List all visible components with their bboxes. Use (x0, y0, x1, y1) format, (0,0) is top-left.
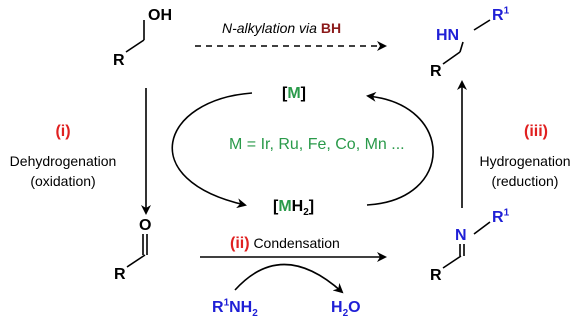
primary-amine-label: R1NH2 (212, 297, 258, 320)
bracket-open: [ (273, 198, 279, 215)
water-label: H2O (331, 299, 361, 320)
step-iii-label: (iii) (524, 123, 548, 140)
alcohol-oh-label: OH (148, 7, 172, 24)
imine-n-label: N (455, 227, 467, 244)
metals-list: M = Ir, Ru, Fe, Co, Mn ... (229, 136, 405, 153)
pa-sup: 1 (223, 297, 230, 309)
step-ii-caption: (ii) Condensation (230, 236, 340, 252)
step-ii-text: Condensation (253, 235, 340, 251)
water-sub: 2 (342, 308, 349, 320)
water-h: H (331, 299, 343, 316)
amine-r-label: R (430, 63, 442, 80)
amine-r1-label: R1 (492, 5, 510, 24)
alcohol-structure (125, 20, 145, 53)
step-iii-line1: Hydrogenation (479, 153, 571, 169)
water-o: O (348, 299, 361, 316)
bh-text: BH (320, 20, 342, 36)
imine-r1-label: R1 (492, 207, 510, 226)
hydride-h: H (291, 198, 304, 215)
step-ii-label: (ii) (230, 235, 250, 252)
water-release-arrow (234, 263, 344, 294)
imine-structure (442, 221, 491, 269)
bracket-open: [ (282, 85, 288, 102)
metal-m: M (278, 198, 292, 215)
imine-r-label: R (430, 267, 442, 284)
amine-hn-label: HN (436, 27, 460, 44)
bracket-close: ] (300, 85, 306, 102)
step-iii-line2: (reduction) (491, 173, 559, 189)
pa-nh: NH (229, 299, 253, 316)
amine-r1-text: R (492, 7, 504, 24)
aldehyde-structure (126, 234, 148, 268)
n-alkylation-caption: N-alkylation via BH (222, 21, 341, 35)
aldehyde-o-label: O (139, 217, 152, 234)
cycle-arc-left (171, 92, 253, 209)
hydride-sub: 2 (303, 207, 309, 219)
step-i-line1: Dehydrogenation (9, 153, 117, 169)
imine-r1-text: R (492, 209, 504, 226)
pa-sub: 2 (252, 308, 258, 320)
step-i-line2: (oxidation) (30, 173, 96, 189)
catalyst-m: [M] (282, 86, 306, 102)
amine-structure (442, 19, 491, 65)
alcohol-r-label: R (113, 52, 125, 69)
aldehyde-r-label: R (114, 266, 126, 283)
cycle-arc-right (366, 91, 434, 206)
via-text: via (299, 20, 317, 36)
metal-m: M (287, 85, 301, 102)
bracket-close: ] (308, 198, 315, 215)
step-i-label: (i) (55, 123, 71, 140)
imine-r1-sup: 1 (503, 207, 510, 219)
n-alkylation-text: N-alkylation (222, 20, 296, 36)
pa-r: R (212, 299, 224, 316)
catalyst-mh2: [MH2] (273, 198, 315, 219)
amine-r1-sup: 1 (503, 5, 510, 17)
